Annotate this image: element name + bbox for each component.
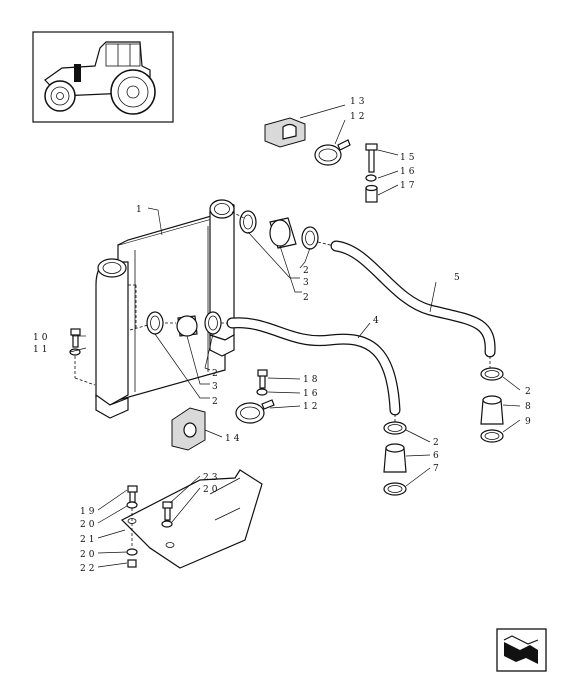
next-page-arrow-icon[interactable] bbox=[496, 628, 547, 672]
clamp-12-upper bbox=[314, 139, 351, 166]
callout-label: 21 bbox=[80, 535, 97, 545]
callout-label: 10 bbox=[33, 333, 50, 343]
callout-label: 20 bbox=[203, 485, 220, 495]
washer-16 bbox=[365, 174, 377, 182]
callout-label: 11 bbox=[33, 345, 50, 355]
callout-label: 5 bbox=[454, 273, 463, 283]
callout-label: 20 bbox=[80, 550, 97, 560]
callout-label: 23 bbox=[203, 473, 220, 483]
clamp-12-lower bbox=[235, 399, 275, 424]
washer-20-right bbox=[161, 520, 173, 528]
hose-4 bbox=[226, 317, 401, 416]
bracket-14 bbox=[171, 407, 206, 451]
clamp-9 bbox=[480, 429, 504, 443]
leader-lines bbox=[69, 104, 521, 568]
callout-label: 3 bbox=[303, 278, 312, 288]
nut-22 bbox=[127, 559, 137, 568]
bolt-19 bbox=[127, 485, 138, 503]
callout-labels: 1 2 3 2 5 4 10 11 2 3 2 13 12 15 16 17 1… bbox=[33, 97, 534, 574]
washer-16-lower bbox=[256, 388, 268, 396]
callout-label: 7 bbox=[433, 464, 442, 474]
callout-label: 18 bbox=[303, 375, 320, 385]
callout-label: 2 bbox=[212, 397, 221, 407]
clamp-2-right bbox=[480, 367, 504, 381]
bolt-15 bbox=[365, 143, 378, 173]
callout-label: 4 bbox=[373, 316, 382, 326]
callout-label: 13 bbox=[350, 97, 367, 107]
callout-label: 2 bbox=[303, 293, 312, 303]
coupler-6 bbox=[383, 443, 407, 473]
callout-label: 14 bbox=[225, 434, 242, 444]
tractor-thumbnail-icon[interactable] bbox=[32, 31, 174, 123]
callout-label: 3 bbox=[212, 382, 221, 392]
bracket-13 bbox=[264, 117, 306, 148]
callout-label: 22 bbox=[80, 564, 97, 574]
callout-label: 2 bbox=[212, 369, 221, 379]
washer-20-left bbox=[126, 501, 138, 509]
callout-label: 16 bbox=[400, 167, 417, 177]
lower-clamp-right bbox=[204, 311, 222, 335]
callout-label: 19 bbox=[80, 507, 97, 517]
callout-label: 16 bbox=[303, 389, 320, 399]
callout-label: 12 bbox=[303, 402, 320, 412]
coupler-8 bbox=[480, 395, 504, 425]
clamp-2-center bbox=[383, 421, 407, 435]
callout-label: 2 bbox=[433, 438, 442, 448]
lower-sleeve bbox=[176, 315, 198, 337]
mounting-bracket-21 bbox=[120, 469, 263, 569]
bolt-23 bbox=[162, 501, 173, 521]
upper-sleeve bbox=[269, 217, 297, 249]
callout-label: 2 bbox=[525, 387, 534, 397]
callout-label: 2 bbox=[303, 266, 312, 276]
spacer-17 bbox=[365, 184, 378, 203]
callout-label: 9 bbox=[525, 417, 534, 427]
callout-label: 12 bbox=[350, 112, 367, 122]
bolt-18 bbox=[257, 369, 268, 389]
clamp-7 bbox=[383, 482, 407, 496]
callout-label: 17 bbox=[400, 181, 417, 191]
lower-clamp-left bbox=[146, 311, 164, 335]
callout-label: 15 bbox=[400, 153, 417, 163]
callout-label: 6 bbox=[433, 451, 442, 461]
upper-clamp-left bbox=[239, 210, 257, 234]
hose-5 bbox=[330, 240, 496, 358]
callout-label: 1 bbox=[136, 205, 145, 215]
callout-label: 20 bbox=[80, 520, 97, 530]
upper-clamp-right bbox=[301, 226, 319, 250]
washer-20-bottom bbox=[126, 548, 138, 556]
bolt-10 bbox=[70, 328, 81, 348]
intercooler-core bbox=[95, 199, 235, 419]
callout-label: 8 bbox=[525, 402, 534, 412]
